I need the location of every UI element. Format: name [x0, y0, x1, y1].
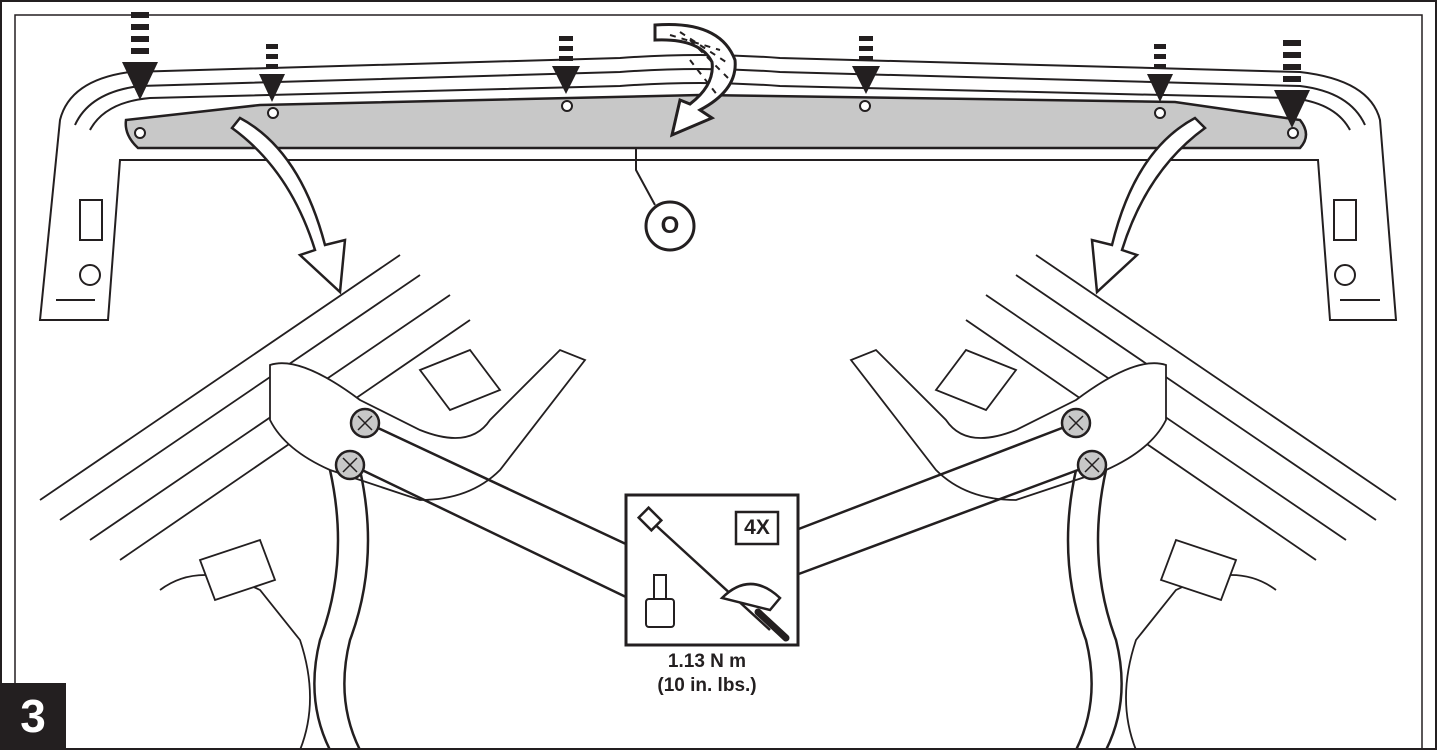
- inner-frame: [14, 14, 1423, 750]
- quantity-label: 4X: [744, 516, 770, 539]
- strip-hole: [859, 100, 871, 112]
- reinforcement-strip: [124, 93, 1308, 150]
- rotate-arrow-icon: [653, 22, 737, 138]
- torque-leaders: [361, 426, 1079, 600]
- push-down-arrow-icon: [122, 12, 1310, 128]
- strip-hole: [267, 107, 279, 119]
- strip-hole: [1154, 107, 1166, 119]
- curved-arrow-icon: [230, 116, 1207, 295]
- torque-metric: 1.13 N m: [667, 651, 747, 672]
- strip-hole: [134, 127, 146, 139]
- right-detail-view: [849, 254, 1397, 750]
- part-callout-label: O: [660, 212, 680, 239]
- step-number-badge: 3: [0, 683, 66, 750]
- part-callout-leader: [635, 148, 696, 252]
- strip-hole: [561, 100, 573, 112]
- quantity-box: [734, 510, 780, 546]
- socket-bit-icon: [645, 574, 675, 628]
- torque-spec: 1.13 N m (10 in. lbs.): [612, 650, 802, 698]
- left-detail-view: [39, 254, 587, 750]
- torque-imperial: (10 in. lbs.): [657, 675, 757, 696]
- torque-wrench-icon: [636, 505, 790, 642]
- strip-hole: [1287, 127, 1299, 139]
- torque-spec-box: [624, 493, 800, 647]
